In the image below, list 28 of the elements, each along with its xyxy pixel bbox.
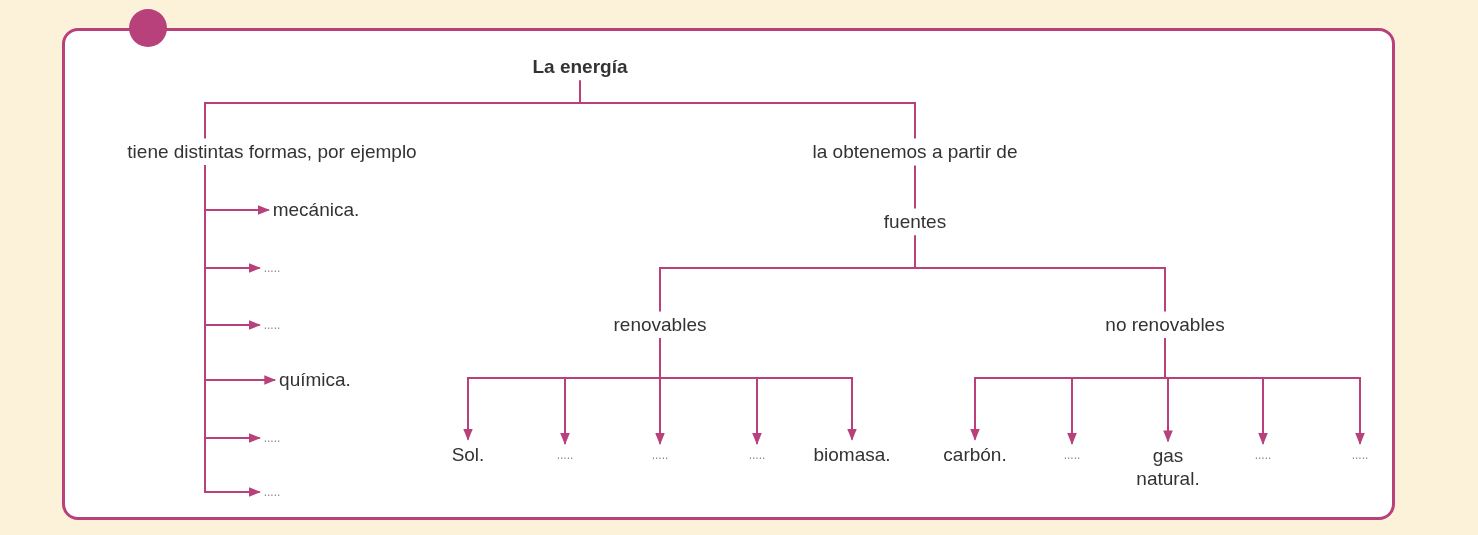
- placeholder-dots: .....: [1254, 447, 1272, 463]
- placeholder-dots: .....: [748, 447, 766, 463]
- concept-label: biomasa.: [813, 443, 891, 467]
- placeholder-dots: .....: [263, 260, 281, 276]
- placeholder-dots: .....: [651, 447, 669, 463]
- arrow: [204, 164, 261, 497]
- concept-label: química.: [279, 368, 351, 392]
- arrow: [659, 337, 857, 441]
- concept-label: La energía: [532, 55, 628, 79]
- placeholder-dots: .....: [556, 447, 574, 463]
- concept-label: renovables: [613, 313, 707, 337]
- connector-line: [914, 234, 1166, 313]
- placeholder-dots: .....: [1063, 447, 1081, 463]
- concept-label: no renovables: [1105, 313, 1225, 337]
- placeholder-dots: .....: [263, 484, 281, 500]
- connector-line: [914, 164, 916, 210]
- concept-label: Sol.: [451, 443, 485, 467]
- concept-label: carbón.: [943, 443, 1007, 467]
- concept-label: gas natural.: [1123, 445, 1213, 491]
- placeholder-dots: .....: [1351, 447, 1369, 463]
- connector-line: [579, 79, 916, 140]
- concept-label: tiene distintas formas, por ejemplo: [127, 140, 417, 164]
- concept-label: mecánica.: [272, 198, 360, 222]
- concept-label: la obtenemos a partir de: [812, 140, 1018, 164]
- placeholder-dots: .....: [263, 317, 281, 333]
- concept-label: fuentes: [883, 210, 947, 234]
- placeholder-dots: .....: [263, 430, 281, 446]
- arrow: [1164, 337, 1365, 445]
